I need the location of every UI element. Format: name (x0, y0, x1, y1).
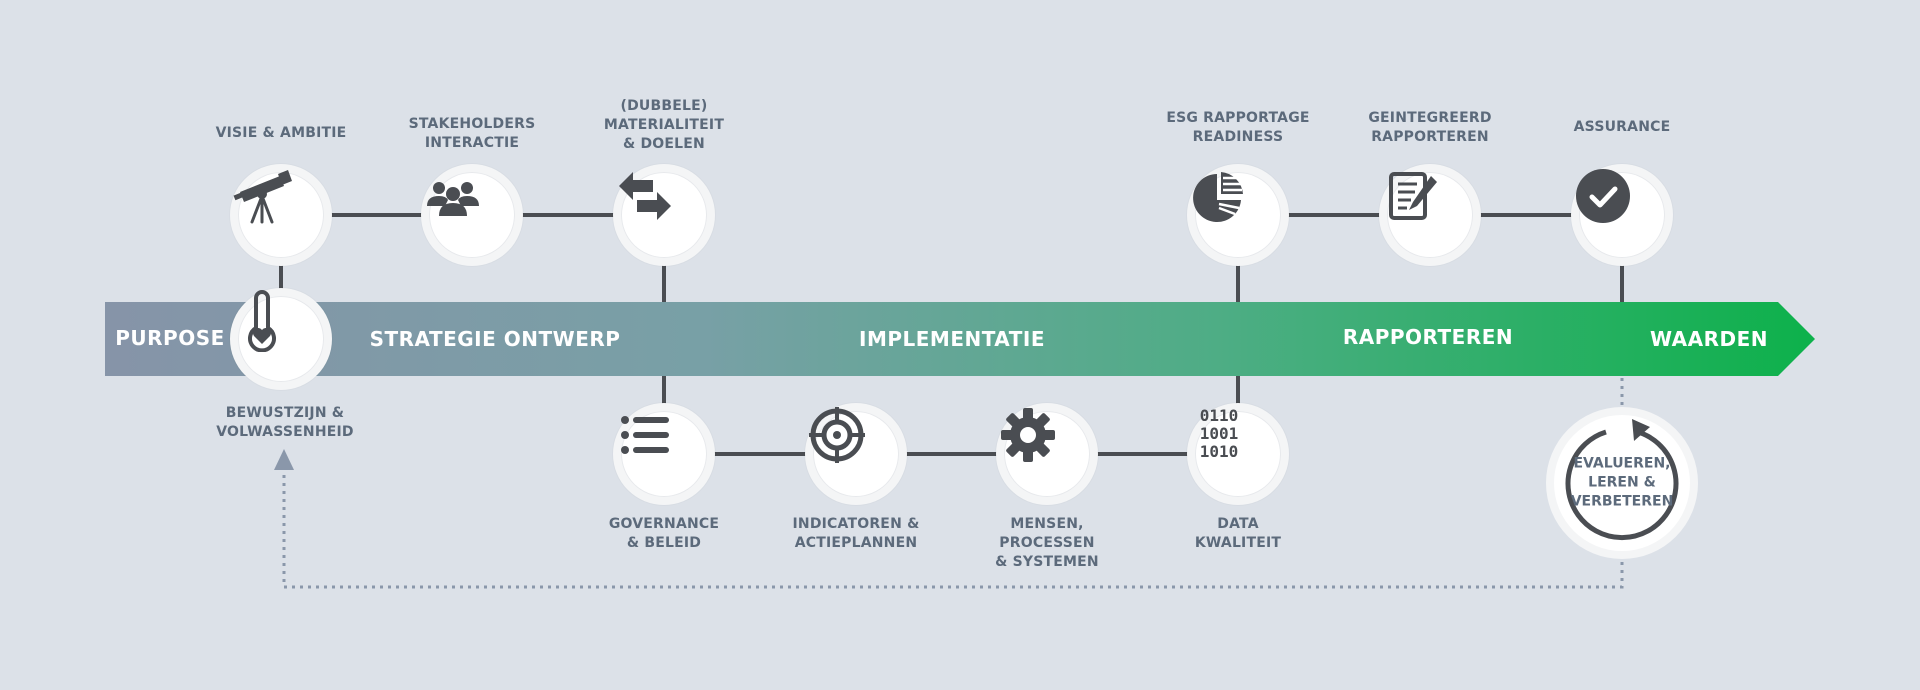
feedback-arrowhead (274, 449, 294, 470)
label-geintegreerd: GEINTEGREERD RAPPORTEREN (1368, 110, 1492, 145)
label-evalueren: EVALUEREN, LEREN & VERBETEREN (1570, 455, 1674, 510)
node-esg (1187, 164, 1289, 266)
target-icon (809, 407, 865, 463)
process-band-arrow (105, 302, 1815, 376)
label-visie: VISIE & AMBITIE (215, 125, 347, 141)
label-materialiteit: (DUBBELE) MATERIALITEIT & DOELEN (603, 98, 725, 152)
node-visie (230, 164, 332, 266)
label-governance: GOVERNANCE & BELEID (608, 516, 720, 551)
exchange-arrows-icon (619, 172, 671, 220)
node-data: 0110 1001 1010 (1187, 403, 1289, 505)
band-label-implementatie: IMPLEMENTATIE (859, 327, 1045, 351)
binary-row-3: 1010 (1200, 442, 1239, 461)
pie-chart-icon (1193, 172, 1243, 222)
thermometer-heart-icon (248, 290, 276, 352)
label-indicatoren: INDICATOREN & ACTIEPLANNEN (792, 516, 920, 551)
node-bewustzijn (230, 288, 332, 390)
list-icon (621, 416, 669, 454)
label-stakeholders: STAKEHOLDERS INTERACTIE (408, 116, 536, 151)
node-governance (613, 403, 715, 505)
node-stakeholders (421, 164, 523, 266)
label-bewustzijn: BEWUSTZIJN & VOLWASSENHEID (216, 405, 354, 440)
check-circle-icon (1576, 169, 1630, 223)
band-label-strategie: STRATEGIE ONTWERP (369, 327, 621, 351)
band-label-waarden: WAARDEN (1649, 327, 1769, 351)
node-mensen (996, 403, 1098, 505)
feedback-loop-line (282, 378, 1624, 589)
gear-icon (1001, 408, 1055, 462)
label-data: DATA KWALITEIT (1194, 516, 1282, 551)
label-esg: ESG RAPPORTAGE READINESS (1166, 110, 1310, 145)
label-mensen: MENSEN, PROCESSEN & SYSTEMEN (995, 516, 1099, 570)
telescope-icon (233, 170, 292, 224)
binary-code-icon: 0110 1001 1010 (1200, 406, 1239, 461)
binary-row-2: 1001 (1200, 424, 1239, 443)
node-materialiteit (613, 164, 715, 266)
node-geintegreerd (1379, 164, 1481, 266)
binary-row-1: 0110 (1200, 406, 1239, 425)
document-pen-icon (1389, 172, 1437, 220)
band-label-rapporteren: RAPPORTEREN (1342, 325, 1514, 349)
label-assurance: ASSURANCE (1573, 119, 1671, 135)
people-group-icon (427, 182, 479, 216)
node-assurance (1571, 164, 1673, 266)
node-indicatoren (805, 403, 907, 505)
circular-arrow-icon (1565, 419, 1679, 540)
band-label-purpose: PURPOSE (115, 326, 225, 350)
node-evalueren: EVALUEREN, LEREN & VERBETEREN (1546, 407, 1698, 559)
